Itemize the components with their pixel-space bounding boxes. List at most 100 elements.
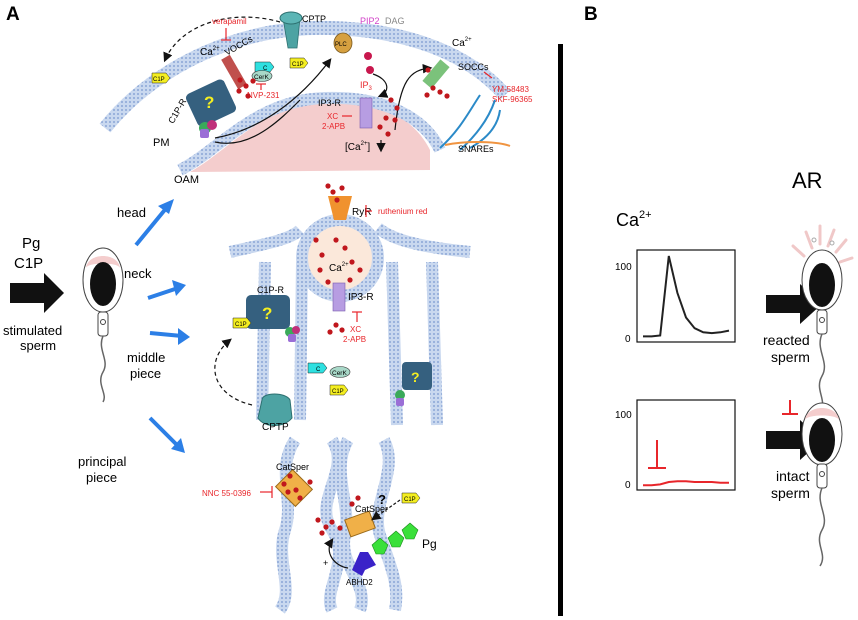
chart1-y100: 100 [615, 262, 632, 273]
region-middle-2: piece [130, 366, 161, 381]
ca-to-socc-arrow [394, 63, 433, 131]
cptp-middle [257, 393, 293, 426]
calcium-ion [388, 97, 394, 103]
chart1-calcium-line [643, 255, 730, 338]
calcium-ion [339, 327, 345, 333]
c1p-principal-label: C1P [404, 497, 416, 503]
principal-question: ? [378, 492, 386, 507]
c1p-label-middle: C1P [235, 322, 247, 328]
middle-panel: ? C1P-R C1P C CerK C1P ? CPTP [214, 261, 443, 433]
calcium-ion [342, 245, 348, 251]
pip2-label: PIP2 [360, 16, 380, 26]
ceramide-middle [307, 362, 328, 374]
ip3-arrow [372, 73, 389, 98]
calcium-ion [236, 88, 242, 94]
c1p-ligand-middle [232, 317, 252, 329]
neck-panel: RyR ruthenium red Ca2+ IP3-R XC 2-APB [228, 196, 471, 344]
neck-ca-label: Ca2+ [329, 262, 349, 274]
c1p-product-middle [329, 384, 349, 396]
intact-label-1: intact [776, 468, 810, 484]
apb-label-neck: 2-APB [343, 335, 366, 344]
abhd2-label: ABHD2 [346, 578, 373, 587]
receptor-to-ip3r-arrow [214, 99, 301, 144]
calcium-ion [334, 197, 340, 203]
apb-label-head: 2-APB [322, 122, 345, 131]
panel-divider [558, 44, 563, 616]
calcium-ion [237, 77, 243, 83]
head-arrow [134, 204, 170, 247]
socc-channel [422, 59, 450, 89]
panel-a-label: A [6, 4, 20, 25]
abhd2-arrow [324, 538, 349, 569]
calcium-ion [243, 83, 249, 89]
chart1-y0: 0 [625, 334, 631, 345]
cerk-middle-label: CerK [332, 370, 347, 377]
calcium-ion [245, 93, 251, 99]
calcium-ion [430, 85, 436, 91]
calcium-ion [339, 185, 345, 191]
ip3r-label-head: IP3-R [318, 98, 342, 108]
calcium-ion [319, 252, 325, 258]
stimulated-label: stimulated [3, 323, 62, 338]
calcium-ion [307, 479, 313, 485]
pg-label: Pg [422, 537, 437, 551]
calcium-ion [315, 517, 321, 523]
chart2-y100: 100 [615, 410, 632, 421]
calcium-ion [444, 93, 450, 99]
catsper-lower-label: CatSper [355, 504, 388, 514]
ar-label: AR [792, 168, 823, 193]
snares-label: SNAREs [458, 144, 494, 154]
region-principal-2: piece [86, 470, 117, 485]
c1p-receptor-middle [246, 295, 290, 329]
calcium-ion [319, 530, 325, 536]
calcium-ion [355, 495, 361, 501]
region-middle-1: middle [127, 350, 165, 365]
nnc-label: NNC 55-0396 [202, 489, 251, 498]
ym-label: YM-58483 [492, 85, 529, 94]
reacted-sperm-icon [791, 224, 854, 413]
ca-i-label: [Ca2+] [345, 141, 370, 153]
ca2-label: Ca2+ [200, 46, 220, 58]
calcium-ion [293, 487, 299, 493]
calcium-ion [327, 329, 333, 335]
middle-transfer-arrow [214, 338, 253, 406]
cerk-label: CerK [254, 74, 269, 81]
c1p-receptor-question-right: ? [411, 369, 420, 385]
reacted-label-1: reacted [763, 332, 810, 348]
oam-label: OAM [174, 174, 199, 186]
calcium-ion [313, 237, 319, 243]
plus-label: + [323, 558, 328, 568]
pm-label: PM [153, 137, 170, 149]
c1p-product-middle-label: C1P [332, 389, 344, 395]
nvp-label: NVP-231 [247, 91, 280, 100]
region-head: head [117, 205, 146, 220]
c1p-receptor-question-middle: ? [262, 304, 272, 323]
panel-b-ca-label: Ca2+ [616, 209, 652, 230]
snare-complex [439, 94, 501, 151]
xc-label-head: XC [327, 112, 338, 121]
intact-label-2: sperm [771, 485, 810, 501]
socc-ca-label: Ca2+ [452, 37, 472, 49]
calcium-ion [394, 105, 400, 111]
region-principal-1: principal [78, 454, 127, 469]
panel-b-label: B [584, 4, 598, 25]
abhd2-enzyme [352, 552, 376, 576]
calcium-ion [297, 495, 303, 501]
calcium-ion [285, 489, 291, 495]
region-neck: neck [124, 266, 152, 281]
ruthenium-label: ruthenium red [378, 207, 427, 216]
socc-label: SOCCs [458, 62, 489, 72]
calcium-ion [317, 267, 323, 273]
principal-arrow [148, 416, 180, 448]
cerk-enzyme [251, 70, 273, 82]
c1p-receptor-question: ? [204, 93, 214, 112]
c1p-receptor [186, 79, 236, 127]
c1p-receptor-label-middle: C1P-R [257, 285, 285, 295]
ceramide [254, 61, 275, 73]
neck-arrow [147, 286, 179, 300]
principal-panel: CatSper NNC 55-0396 CatSper ? C1P Pg ABH… [202, 436, 437, 614]
dag-label: DAG [385, 16, 405, 26]
calcium-ion [333, 322, 339, 328]
calcium-ion [347, 277, 353, 283]
